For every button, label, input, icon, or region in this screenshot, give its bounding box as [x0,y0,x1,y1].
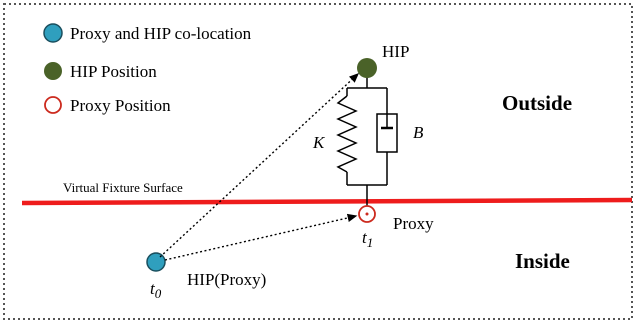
inside-region-label: Inside [515,249,570,273]
hip-marker [357,58,377,78]
surface-label: Virtual Fixture Surface [63,180,183,195]
colocation-legend-marker [43,23,63,43]
t0-label: t0 [150,279,162,301]
proxy-legend-label: Proxy Position [70,96,171,115]
hip-proxy-label: HIP(Proxy) [187,270,266,289]
diagram-border [3,3,633,320]
legend: Proxy and HIP co-location HIP Position P… [43,23,252,115]
hip-label: HIP [382,42,409,61]
spring-coil [336,95,358,173]
virtual-fixture-surface-line [21,197,633,206]
proxy-legend-marker [44,96,62,114]
colocation-marker [146,252,166,272]
outside-region-label: Outside [502,91,572,115]
damper-constant-label: B [413,123,424,142]
colocation-legend-label: Proxy and HIP co-location [70,24,252,43]
t1-label: t1 [362,228,373,250]
spring-damper [336,76,398,207]
proxy-marker-center [365,212,369,216]
proxy-label: Proxy [393,214,434,233]
hip-legend-label: HIP Position [70,62,157,81]
arrow-to-hip [159,73,360,258]
arrow-to-proxy [164,213,358,261]
hip-legend-marker [44,62,62,80]
spring-constant-label: K [312,133,326,152]
